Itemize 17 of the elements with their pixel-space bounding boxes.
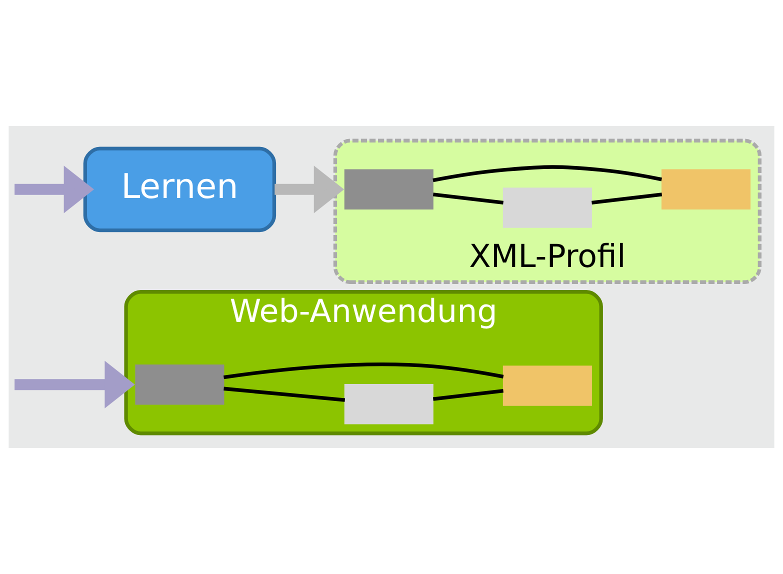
arrow <box>14 166 94 214</box>
arrow <box>14 360 135 408</box>
connector <box>224 386 346 402</box>
node-box <box>502 188 592 228</box>
node-box <box>662 169 751 210</box>
node-box <box>135 364 224 405</box>
node-box: Lernen <box>83 146 276 232</box>
connector <box>432 192 504 204</box>
connector <box>432 165 662 182</box>
node-box <box>502 366 592 406</box>
node-box <box>344 169 434 210</box>
cluster: Web-Anwendung <box>124 290 603 436</box>
connector <box>432 389 504 401</box>
cluster: XML-Profil <box>333 138 762 284</box>
connector <box>592 192 662 204</box>
node-box <box>344 384 434 424</box>
connector <box>223 362 504 380</box>
